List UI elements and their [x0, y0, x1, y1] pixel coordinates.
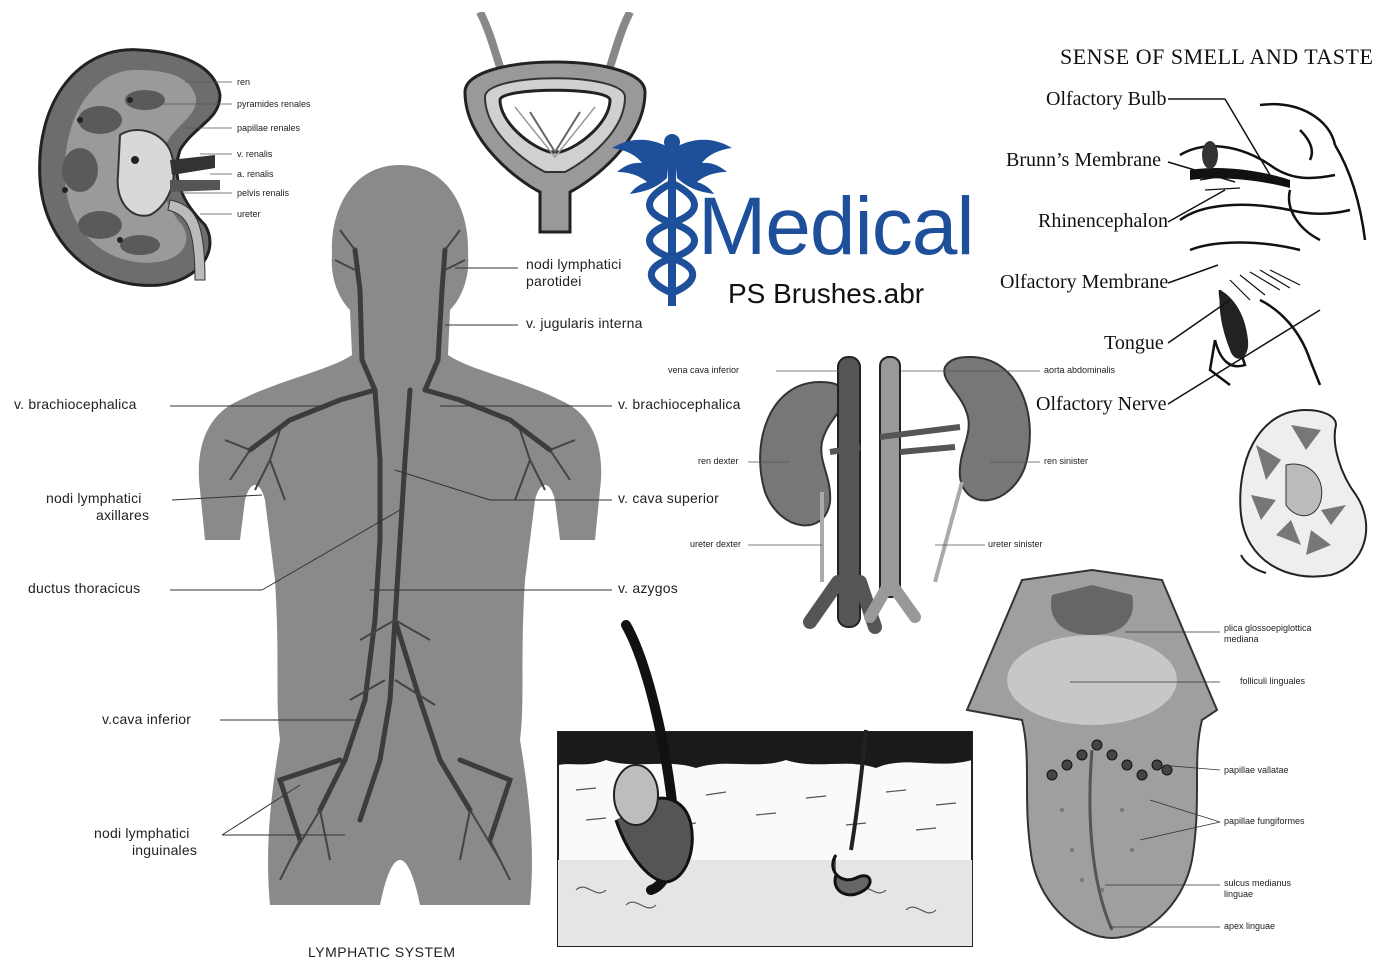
kidney-label-papillae: papillae renales — [237, 123, 301, 133]
lymphatic-caption: LYMPHATIC SYSTEM — [308, 944, 456, 960]
brand-subtitle: PS Brushes.abr — [728, 278, 925, 309]
label-cava-inferior: v.cava inferior — [102, 711, 192, 727]
skin-hair-illustration — [557, 620, 973, 947]
smell-label-rhinencephalon: Rhinencephalon — [1038, 210, 1168, 232]
smell-label-brunns-membrane: Brunn’s Membrane — [1006, 149, 1161, 171]
label-jugularis: v. jugularis interna — [526, 315, 643, 331]
label-cava-superior: v. cava superior — [618, 490, 719, 506]
small-kidney-illustration — [1239, 408, 1368, 578]
smell-label-olfactory-nerve: Olfactory Nerve — [1036, 393, 1167, 415]
label-inguinales-1: nodi lymphatici — [94, 825, 190, 841]
kidney-label-ureter: ureter — [237, 209, 261, 219]
kidneys-label-ureter-sinister: ureter sinister — [988, 539, 1043, 549]
kidney-label-pelvis: pelvis renalis — [237, 188, 290, 198]
tongue-label-plica-1: plica glossoepiglottica — [1224, 623, 1312, 633]
kidney-label-v-renalis: v. renalis — [237, 149, 273, 159]
kidney-label-pyramides: pyramides renales — [237, 99, 311, 109]
label-axillares-2: axillares — [96, 507, 150, 523]
smell-label-olfactory-membrane: Olfactory Membrane — [1000, 271, 1169, 293]
tongue-label-fungiformes: papillae fungiformes — [1224, 816, 1305, 826]
kidneys-label-ureter-dexter: ureter dexter — [690, 539, 742, 549]
smell-label-tongue: Tongue — [1104, 332, 1164, 354]
tongue-label-apex: apex linguae — [1224, 921, 1276, 931]
tongue-label-sulcus-1: sulcus medianus — [1224, 878, 1292, 888]
kidneys-label-aorta: aorta abdominalis — [1044, 365, 1116, 375]
smell-taste-title: SENSE OF SMELL AND TASTE — [1060, 44, 1374, 69]
label-brachio-right: v. brachiocephalica — [618, 396, 741, 412]
kidneys-label-ren-dexter: ren dexter — [698, 456, 739, 466]
kidneys-label-ren-sinister: ren sinister — [1044, 456, 1089, 466]
kidney-label-ren: ren — [237, 77, 251, 87]
tongue-label-sulcus-2: linguae — [1224, 889, 1254, 899]
label-azygos: v. azygos — [618, 580, 678, 596]
head-profile-illustration — [1179, 102, 1367, 386]
label-parotidei-1: nodi lymphatici — [526, 256, 622, 272]
tongue-label-folliculi: folliculi linguales — [1240, 676, 1306, 686]
smell-label-olfactory-bulb: Olfactory Bulb — [1046, 88, 1167, 110]
tongue-illustration — [965, 568, 1219, 940]
kidneys-pair-illustration — [759, 355, 1031, 634]
bladder-illustration — [463, 12, 647, 234]
tongue-label-vallatae: papillae vallatae — [1224, 765, 1289, 775]
brand-title: Medical — [698, 181, 975, 272]
tongue-label-plica-2: mediana — [1224, 634, 1259, 644]
kidneys-label-vci: vena cava inferior — [668, 365, 740, 375]
label-brachio-left: v. brachiocephalica — [14, 396, 137, 412]
caduceus-icon — [612, 134, 732, 306]
label-thoracicus: ductus thoracicus — [28, 580, 141, 596]
kidney-label-a-renalis: a. renalis — [237, 169, 274, 179]
kidney-section-illustration — [38, 48, 222, 287]
label-parotidei-2: parotidei — [526, 273, 582, 289]
label-axillares-1: nodi lymphatici — [46, 490, 142, 506]
label-inguinales-2: inguinales — [132, 842, 198, 858]
